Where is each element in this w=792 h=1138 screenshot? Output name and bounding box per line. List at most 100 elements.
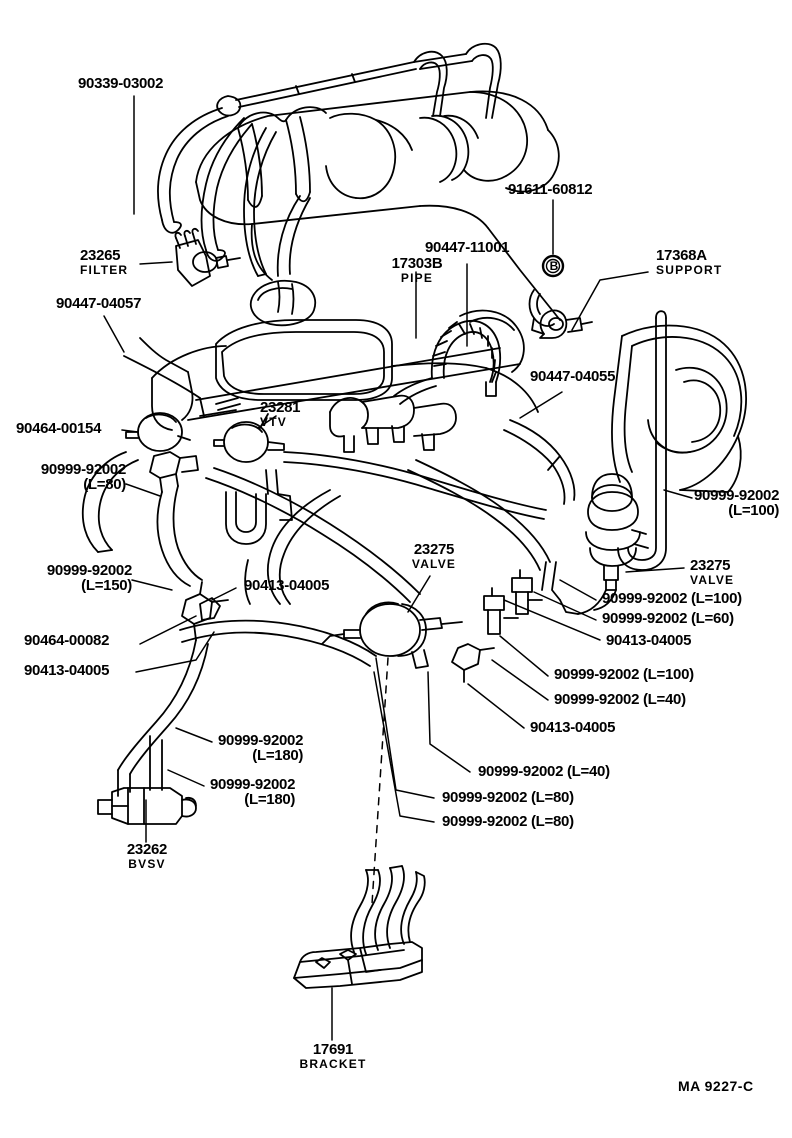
label-length: (L=180) — [244, 791, 296, 808]
part-label-90413-04005-center[interactable]: 90413-04005 — [244, 578, 329, 593]
label-text: 90999-92002 (L=80) — [442, 789, 574, 806]
label-text: 90447-04057 — [56, 295, 142, 312]
hose-right-valve-loop — [617, 310, 667, 571]
valve-23275-center — [321, 601, 463, 669]
label-text: 90999-92002 (L=60) — [602, 610, 734, 627]
part-label-17303b-pipe[interactable]: 17303B PIPE — [368, 256, 466, 285]
part-label-23265-filter[interactable]: 23265 FILTER — [80, 248, 128, 277]
label-subtext: SUPPORT — [656, 263, 723, 277]
support-17368a — [528, 289, 593, 339]
label-text: 90447-04055 — [530, 368, 616, 385]
label-subtext: VALVE — [690, 573, 735, 587]
label-text: 90999-92002 (L=100) — [602, 590, 742, 607]
label-text: 90339-03002 — [78, 75, 164, 92]
label-length: (L=80) — [83, 476, 126, 493]
upper-left-hoses — [157, 107, 311, 277]
part-label-90999-92002-l80-b[interactable]: 90999-92002 (L=80) — [442, 790, 574, 805]
part-label-23262-bvsv[interactable]: 23262 BVSV — [106, 842, 188, 871]
wrapped-hose-90447-11001 — [393, 320, 502, 405]
part-label-90999-92002-l150[interactable]: 90999-92002 (L=150) — [0, 563, 132, 594]
part-label-90413-04005-right-upper[interactable]: 90413-04005 — [606, 633, 691, 648]
part-label-90999-92002-l60[interactable]: 90999-92002 (L=60) — [602, 611, 734, 626]
part-label-90999-92002-l180-a[interactable]: 90999-92002 (L=180) — [218, 733, 303, 764]
label-text: 23262 — [126, 841, 168, 858]
mid-hose-network — [81, 451, 551, 667]
part-label-90999-92002-l100-right[interactable]: 90999-92002 (L=100) — [694, 488, 779, 519]
label-text: 90999-92002 (L=40) — [478, 763, 610, 780]
part-label-91611-60812[interactable]: 91611-60812 — [508, 181, 593, 198]
valve-23275-right — [585, 473, 649, 591]
label-text: 90999-92002 — [210, 776, 296, 793]
label-text: 91611-60812 — [508, 181, 593, 198]
part-label-90447-11001[interactable]: 90447-11001 — [425, 239, 510, 256]
label-subtext: BVSV — [128, 857, 166, 871]
part-label-23275-valve-right[interactable]: 23275 VALVE — [690, 558, 734, 587]
label-text: 90464-00154 — [16, 420, 102, 437]
footer-text: MA 9227-C — [678, 1078, 754, 1094]
label-subtext: BRACKET — [299, 1057, 367, 1071]
part-label-17368a-support[interactable]: 17368A SUPPORT — [656, 248, 722, 277]
label-text: 17691 — [312, 1041, 354, 1058]
label-text: 17303B — [391, 255, 443, 272]
label-length: (L=180) — [252, 747, 304, 764]
air-cleaner-duct — [611, 324, 747, 493]
bolt-marker-b-letter: B — [548, 259, 560, 273]
label-length: (L=150) — [81, 577, 132, 594]
part-label-90413-04005-left[interactable]: 90413-04005 — [24, 663, 109, 678]
label-text: 23265 — [80, 247, 121, 264]
hose-90447-04057 — [123, 337, 205, 421]
bracket-17691 — [293, 865, 426, 989]
label-text: 90413-04005 — [244, 577, 330, 594]
assembly-dashed-line — [371, 657, 389, 905]
label-text: 90999-92002 (L=80) — [442, 813, 574, 830]
marker-letter: B — [549, 259, 559, 273]
label-text: 90999-92002 (L=100) — [554, 666, 694, 683]
engine-valve-cover — [151, 279, 539, 453]
connector-90464-00154 — [125, 412, 199, 493]
label-text: 90464-00082 — [24, 632, 110, 649]
label-subtext: FILTER — [80, 263, 129, 277]
label-text: 17368A — [656, 247, 707, 264]
part-label-23281-vtv[interactable]: 23281 VTV — [260, 399, 301, 429]
label-text: 90447-11001 — [425, 239, 510, 256]
label-text: 90999-92002 — [218, 732, 304, 749]
lower-u-hoses — [225, 469, 293, 605]
label-text: 23275 — [690, 557, 731, 574]
part-label-90447-04055[interactable]: 90447-04055 — [530, 369, 615, 384]
bolt-marker-b — [541, 254, 565, 278]
part-label-90339-03002[interactable]: 90339-03002 — [78, 76, 163, 91]
hose-90447-04055 — [503, 419, 576, 505]
part-label-90999-92002-l40-b[interactable]: 90999-92002 (L=40) — [478, 764, 610, 779]
label-text: 23281 — [260, 399, 301, 416]
part-label-90999-92002-l80[interactable]: 90999-92002 (L=80) — [0, 462, 126, 493]
label-text: 90999-92002 — [40, 461, 126, 478]
diagram-footer-code: MA 9227-C — [678, 1078, 754, 1094]
label-length: (L=100) — [728, 502, 780, 519]
part-label-90999-92002-l100-b[interactable]: 90999-92002 (L=100) — [602, 591, 742, 606]
bvsv-23262 — [97, 787, 197, 825]
part-label-23275-valve-center[interactable]: 23275 VALVE — [390, 542, 478, 571]
part-label-90999-92002-l80-c[interactable]: 90999-92002 (L=80) — [442, 814, 574, 829]
label-text: 90999-92002 — [694, 487, 780, 504]
part-label-90447-04057[interactable]: 90447-04057 — [56, 296, 141, 311]
part-label-17691-bracket[interactable]: 17691 BRACKET — [290, 1042, 376, 1071]
connectors-lower-center — [181, 569, 543, 683]
label-subtext: VTV — [260, 415, 287, 429]
part-label-90999-92002-l40-a[interactable]: 90999-92002 (L=40) — [554, 692, 686, 707]
label-text: 90999-92002 — [46, 562, 132, 579]
label-subtext: VALVE — [411, 557, 457, 571]
part-label-90464-00154[interactable]: 90464-00154 — [16, 421, 101, 436]
part-label-90999-92002-l180-b[interactable]: 90999-92002 (L=180) — [210, 777, 295, 808]
part-label-90413-04005-right-lower[interactable]: 90413-04005 — [530, 720, 615, 735]
label-subtext: PIPE — [400, 271, 434, 285]
label-text: 90413-04005 — [606, 632, 692, 649]
label-text: 90999-92002 (L=40) — [554, 691, 686, 708]
intake-manifold-assembly — [195, 42, 561, 321]
label-text: 90413-04005 — [24, 662, 110, 679]
filter-23265 — [174, 227, 241, 287]
label-text: 90413-04005 — [530, 719, 616, 736]
part-label-90464-00082[interactable]: 90464-00082 — [24, 633, 109, 648]
part-label-90999-92002-l100-c[interactable]: 90999-92002 (L=100) — [554, 667, 694, 682]
